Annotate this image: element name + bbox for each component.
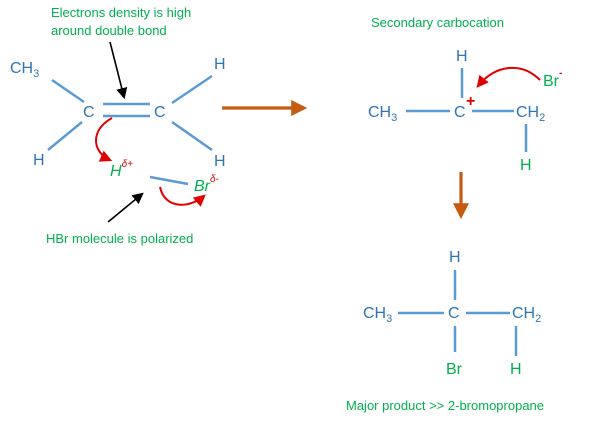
carbocation-molecule: H CH3 C + CH2 H [368,48,545,174]
atom-c-right: C [154,104,166,121]
carbocation-ch3: CH3 [368,104,397,124]
atom-h-left: H [33,152,45,169]
curved-arrow-bond-to-br [159,186,206,207]
curved-arrow-pi-to-h [95,117,113,162]
atom-c-left: C [83,104,95,121]
product-ch2: CH2 [512,305,541,325]
arrow-to-hbr [107,192,144,223]
hbr-molecule: Hδ+ Brδ- [110,159,220,195]
bond-c-h-left [47,121,83,151]
carbocation-plus: + [466,93,475,110]
atom-br-hbr: Brδ- [194,174,220,195]
note-polarized: HBr molecule is polarized [46,231,193,246]
bond-ch3-c [51,78,85,104]
product-c-center: C [448,305,460,322]
carbocation-h-bottom: H [520,157,532,174]
bond-h-br [149,175,189,186]
product-br: Br [446,361,463,378]
bromide-ion: Br- [543,68,562,90]
product-caption: Major product >> 2-bromopropane [346,398,544,413]
product-ch3: CH3 [363,305,392,325]
carbocation-c-center: C [454,104,466,121]
note-electron-density-line2: around double bond [51,23,167,38]
carbocation-ch2: CH2 [516,104,545,124]
arrow-to-double-bond [109,41,128,100]
ch3-label: CH3 [10,60,39,80]
product-h-top: H [449,249,461,266]
propene-molecule: CH3 C C H H H [10,56,226,170]
carbocation-h-top: H [456,48,468,65]
atom-h-bottom-right: H [214,153,226,170]
curved-arrow-br-to-cation [476,66,541,88]
product-molecule: H CH3 C CH2 Br H [363,249,541,378]
carbocation-title: Secondary carbocation [371,15,504,30]
bond-c-h-top-right [171,74,213,105]
atom-h-hbr: Hδ+ [110,159,133,180]
note-electron-density-line1: Electrons density is high [51,5,191,20]
bond-c-h-bottom-right [171,120,213,152]
atom-h-top-right: H [214,56,226,73]
product-h-bottom: H [510,361,522,378]
